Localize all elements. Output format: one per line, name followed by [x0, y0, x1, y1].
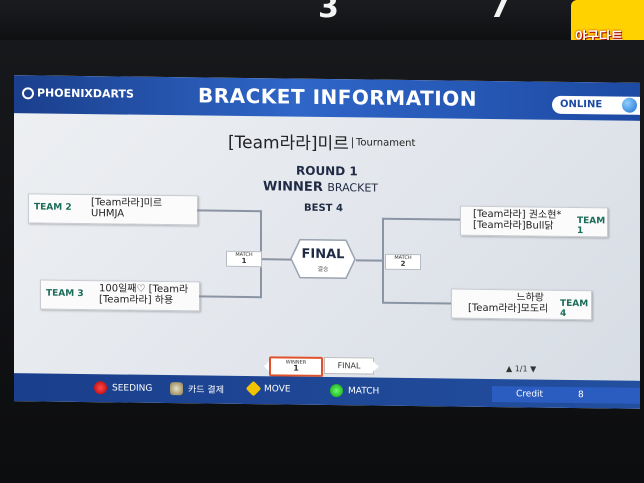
red-button-icon [94, 381, 107, 395]
match-button[interactable]: MATCH [330, 384, 379, 398]
online-badge: ONLINE [552, 95, 640, 115]
move-label: MOVE [264, 383, 291, 395]
player-name: [Team라라]Bull닭 [473, 219, 554, 232]
seeding-button[interactable]: SEEDING [94, 381, 152, 395]
round-label: ROUND 1 [296, 163, 358, 179]
online-status: ONLINE [560, 98, 603, 111]
match-1-badge[interactable]: MATCH 1 [226, 250, 262, 268]
seeding-label: SEEDING [112, 382, 153, 394]
bracket-connector [199, 295, 261, 299]
match-number: 1 [241, 256, 247, 266]
player-name: [Team라라]모도리 [468, 302, 549, 315]
team-label: TEAM 4 [560, 298, 589, 319]
card-payment-label: 카드 결제 [188, 385, 224, 396]
brand-logo: PHOENIXDARTS [22, 86, 134, 101]
match-number: 2 [400, 259, 406, 268]
bracket-type: WINNER BRACKET [263, 179, 378, 195]
bracket-connector [356, 259, 384, 262]
final-subtitle: 결승 [317, 265, 329, 274]
player-name: UHMJA [91, 208, 125, 220]
team-slot-team4[interactable]: 느하랑 [Team라라]모도리 TEAM 4 [451, 288, 592, 321]
bracket-connector [197, 209, 261, 213]
card-icon [170, 382, 183, 396]
card-payment-button[interactable]: 카드 결제 [170, 382, 224, 396]
best-of-label: BEST 4 [304, 202, 343, 215]
team-slot-team3[interactable]: TEAM 3 100일째♡ [Team라 [Team라라] 하용 [40, 279, 200, 312]
team-label: TEAM 1 [577, 216, 606, 237]
tab-winner-bracket[interactable]: WINNER 1 [269, 356, 323, 377]
tournament-type: Tournament [352, 137, 416, 150]
final-title: FINAL [301, 246, 345, 263]
brand-name: PHOENIXDARTS [37, 86, 134, 101]
player-name: 느하랑 [516, 292, 544, 304]
bracket-connector [384, 217, 460, 221]
bracket-connector [384, 301, 451, 305]
tab-final[interactable]: FINAL [324, 356, 374, 375]
page-title: BRACKET INFORMATION [198, 83, 477, 111]
final-match-badge[interactable]: FINAL 결승 [290, 238, 356, 280]
match-label: MATCH [348, 385, 380, 397]
dpad-icon [245, 380, 262, 397]
bracket-type-bold: WINNER [263, 179, 323, 195]
match-2-badge[interactable]: MATCH 2 [385, 253, 421, 271]
green-button-icon [330, 384, 343, 398]
header-bar: PHOENIXDARTS BRACKET INFORMATION ONLINE [14, 75, 640, 121]
team-slot-team2[interactable]: TEAM 2 [Team라라]미르 UHMJA [28, 193, 198, 226]
bracket-type-rest: BRACKET [327, 181, 378, 195]
page-indicator[interactable]: ▲ 1/1 ▼ [506, 364, 537, 374]
team-label: TEAM 2 [34, 202, 72, 213]
team-label: TEAM 3 [46, 288, 84, 300]
player-name: [Team라라] 하용 [99, 294, 174, 307]
bracket-connector [260, 258, 292, 261]
cabinet-top: 3 7 야구다트 [0, 0, 644, 54]
globe-icon [622, 97, 637, 113]
credit-label: Credit [516, 389, 544, 400]
credit-display: Credit 8 [492, 386, 640, 404]
cabinet-score-digits: 3 7 [318, 0, 581, 25]
tournament-name: [Team라라]미르 [228, 132, 349, 155]
player-name: [Team라라]미르 [91, 197, 163, 209]
team-slot-team1[interactable]: [Team라라] 권소현* [Team라라]Bull닭 TEAM 1 [460, 205, 608, 238]
tab-winner-number: 1 [293, 363, 299, 373]
credit-value: 8 [578, 390, 584, 401]
final-hexagon-shape [290, 238, 356, 279]
move-button[interactable]: MOVE [245, 380, 291, 397]
phoenix-logo-icon [22, 86, 34, 99]
bracket-screen: PHOENIXDARTS BRACKET INFORMATION ONLINE … [14, 75, 640, 409]
